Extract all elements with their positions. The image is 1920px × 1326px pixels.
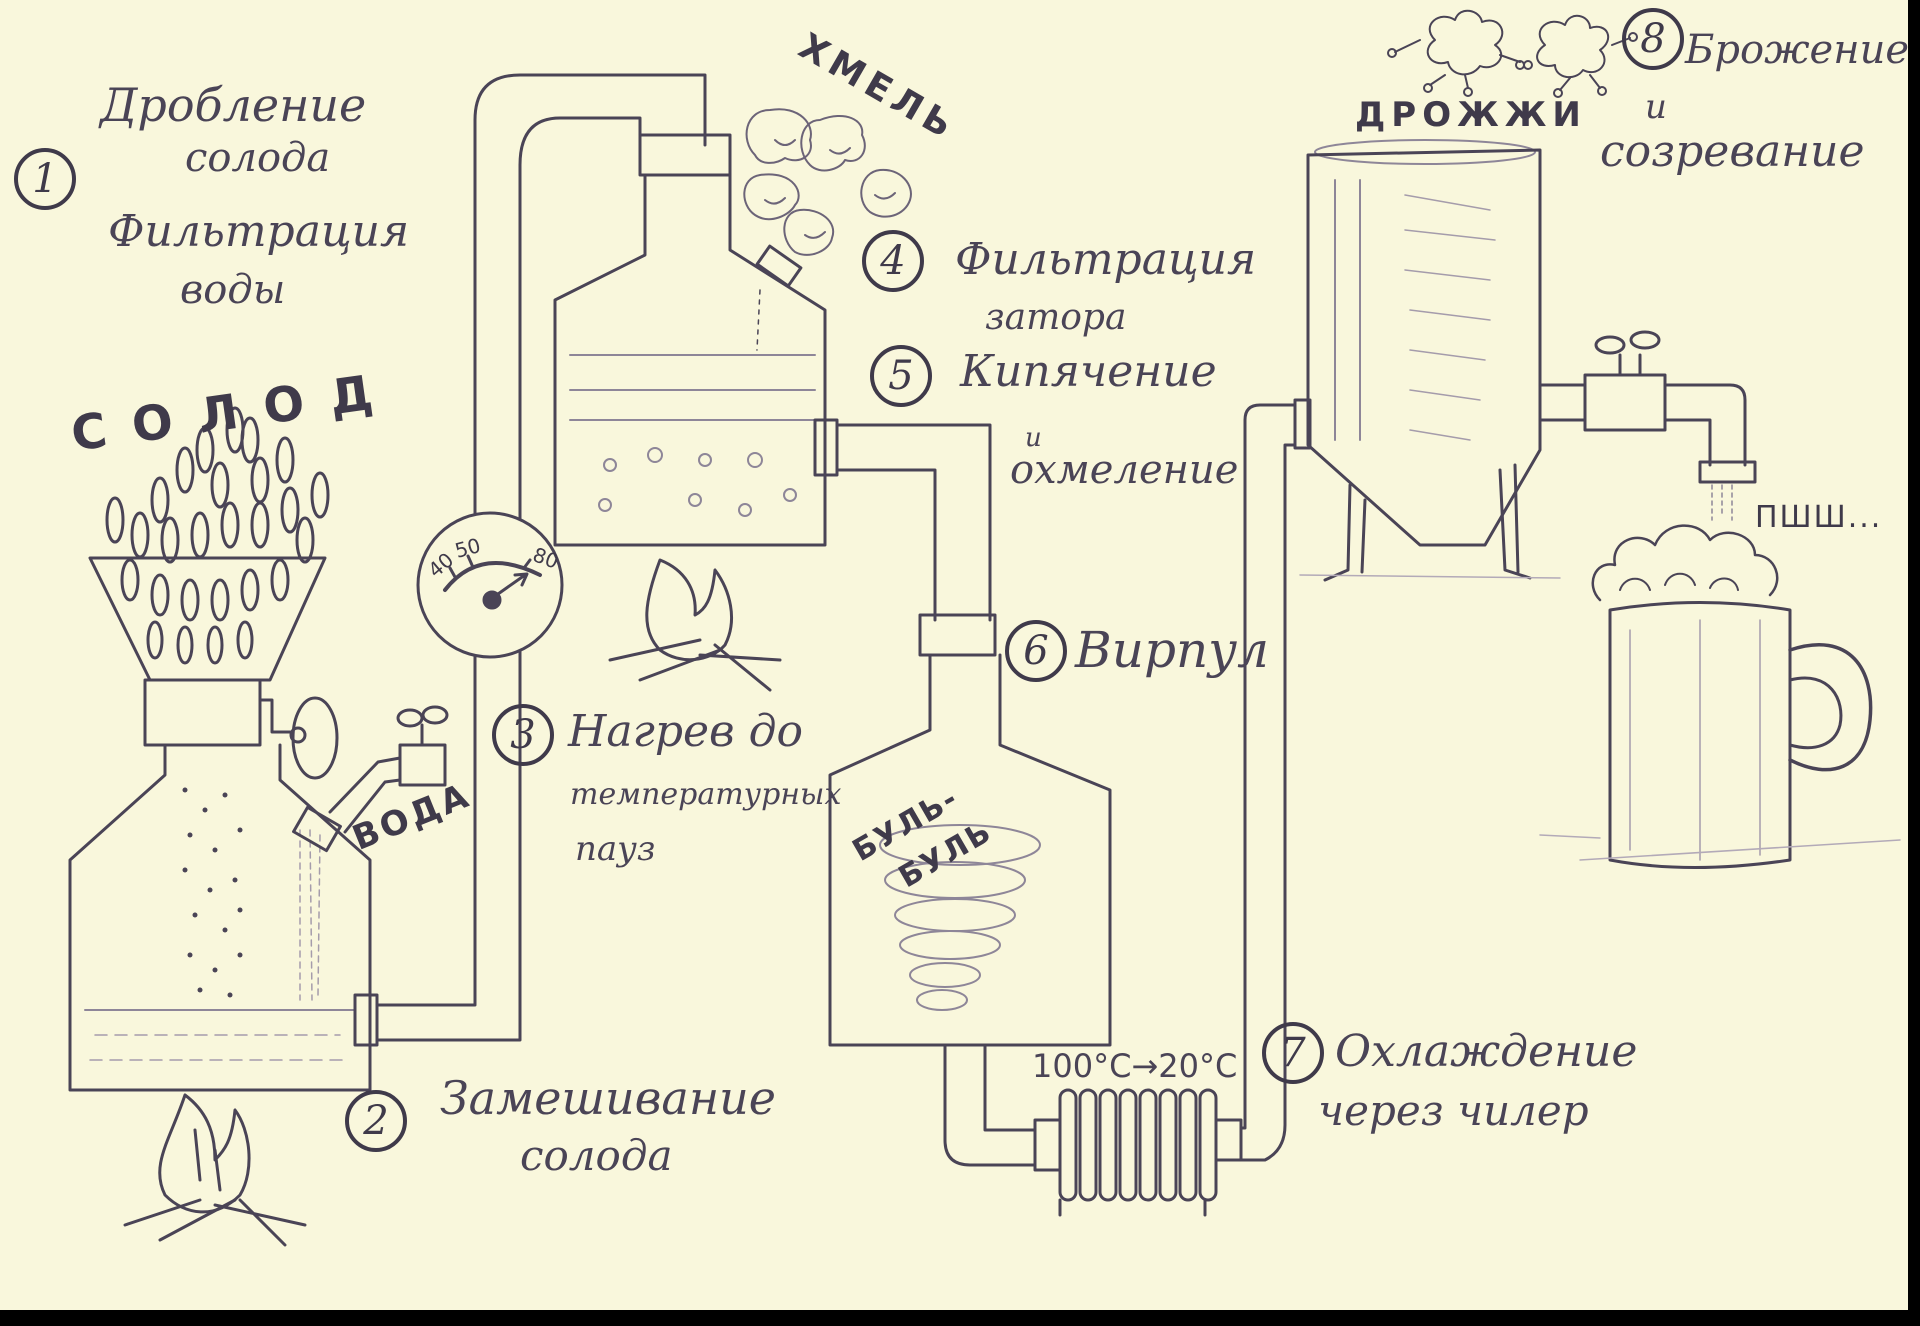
step-1-label-line1: Дробление	[100, 78, 367, 132]
step-3-label-line3: пауз	[575, 829, 656, 869]
hops-cones-icon	[743, 108, 912, 256]
step-6-number: 6	[1005, 620, 1067, 682]
step-4-label-line2: затора	[985, 297, 1127, 338]
pipe-mash-to-lauter	[375, 73, 707, 1042]
step-3-label-line2: температурных	[570, 777, 842, 812]
fire-icon	[608, 558, 782, 692]
step-8-label-line3: созревание	[1600, 126, 1865, 177]
funnel-grinder-icon	[88, 556, 339, 780]
step-8-number: 8	[1622, 8, 1684, 70]
thermo-tick-50: 50	[452, 533, 484, 563]
fizz-label: ПШШ...	[1755, 500, 1883, 535]
step-1-number: 1	[14, 148, 76, 210]
ground-lines	[1299, 574, 1901, 861]
step-4-label-line1: Фильтрация	[955, 234, 1257, 285]
step-5-number: 5	[870, 345, 932, 407]
step-7-label-line1: Охлаждение	[1335, 1026, 1638, 1077]
step-3-label-line1: Нагрев до	[568, 706, 804, 757]
mash-tun-icon	[68, 743, 379, 1092]
yeast-label: ДРОЖЖИ	[1355, 95, 1587, 135]
whirlpool-vessel-icon	[828, 613, 1112, 1047]
step-2-label-line1: Замешивание	[440, 1071, 776, 1125]
step-2-label-line2: солода	[520, 1131, 673, 1180]
step-5-label-line1: Кипячение	[960, 346, 1217, 397]
beer-mug-icon	[1591, 524, 1873, 869]
step-7-number: 7	[1262, 1022, 1324, 1084]
step-5-label-line2: и	[1025, 423, 1042, 453]
step-5-label-line3: охмеление	[1010, 447, 1239, 493]
lauter-tun-icon	[553, 133, 839, 547]
beer-tap-icon	[1538, 330, 1757, 521]
step-2-number: 2	[345, 1090, 407, 1152]
pipe-whirlpool-to-chiller	[943, 1043, 1037, 1167]
fermenter-tank-icon	[1293, 139, 1542, 582]
step-1-extra-line2: воды	[180, 267, 286, 313]
pipe-lauter-to-whirlpool	[835, 423, 992, 622]
step-8-label-line1: Брожение	[1685, 27, 1908, 73]
step-7-label-line2: через чилер	[1318, 1086, 1589, 1135]
malt-grains-icon	[105, 406, 330, 665]
step-1-extra-line1: Фильтрация	[108, 206, 410, 257]
water-tap-icon	[292, 705, 449, 853]
temperature-change-label: 100°C→20°C	[1032, 1047, 1238, 1085]
step-6-label: Вирпул	[1075, 621, 1269, 679]
thermometer-gauge-icon	[416, 511, 564, 659]
pipe-chiller-to-fermenter	[1239, 403, 1297, 1162]
step-4-number: 4	[862, 230, 924, 292]
chiller-radiator-icon	[1033, 1088, 1243, 1217]
fire-icon	[123, 1093, 307, 1247]
yeast-cells-icon	[1387, 9, 1638, 98]
step-1-label-line2: солода	[185, 135, 331, 181]
step-3-number: 3	[492, 704, 554, 766]
step-8-label-line2: и	[1645, 87, 1667, 127]
